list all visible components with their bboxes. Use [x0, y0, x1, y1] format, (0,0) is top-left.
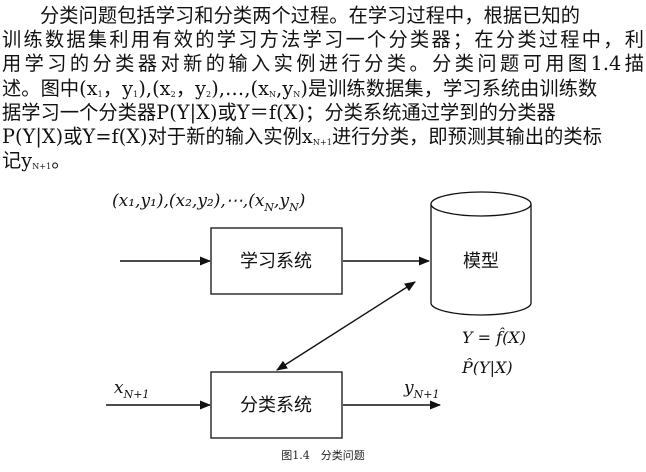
training-data-label: (x₁,y₁),(x₂,y₂),⋯,(xN,yN): [112, 191, 305, 214]
body-paragraph: 分类问题包括学习和分类两个过程。在学习过程中，根据已知的 训练数据集利用有效的学…: [2, 4, 644, 173]
figure-caption: 图1.4 分类问题: [281, 449, 365, 462]
classification-system-label: 分类系统: [240, 395, 312, 416]
model-formula-function: Y = f̂(X): [462, 328, 526, 347]
new-input-label: xN+1: [114, 378, 149, 401]
learning-system-label: 学习系统: [240, 251, 312, 272]
classification-system-box: [210, 371, 343, 439]
paragraph-line: 记yN+1。: [2, 149, 71, 173]
model-label: 模型: [463, 251, 499, 272]
model-cylinder: [430, 191, 532, 316]
classification-diagram: (x₁,y₁),(x₂,y₂),⋯,(xN,yN) 学习系统 模型 Y = f̂…: [106, 191, 532, 439]
paragraph-line: 分类问题包括学习和分类两个过程。在学习过程中，根据已知的: [40, 4, 581, 27]
paragraph-line: 据学习一个分类器P(Y|X)或Y＝f(X)；分类系统通过学到的分类器: [2, 100, 556, 124]
model-classification-link: [276, 281, 416, 371]
paragraph-line: 述。图中(x1，y1),(x2，y2),…,(xN,yN)是训练数据集，学习系统…: [2, 76, 598, 100]
paragraph-line: 用学习的分类器对新的输入实例进行分类。分类问题可用图1.4描: [2, 52, 644, 76]
paragraph-line: 训练数据集利用有效的学习方法学习一个分类器；在分类过程中，利: [2, 28, 644, 52]
paragraph-line: P(Y|X)或Y=f(X)对于新的输入实例xN+1进行分类，即预测其输出的类标: [2, 125, 602, 149]
model-formula-probability: P̂(Y|X): [461, 358, 513, 377]
prediction-output-label: yN+1: [403, 378, 439, 401]
